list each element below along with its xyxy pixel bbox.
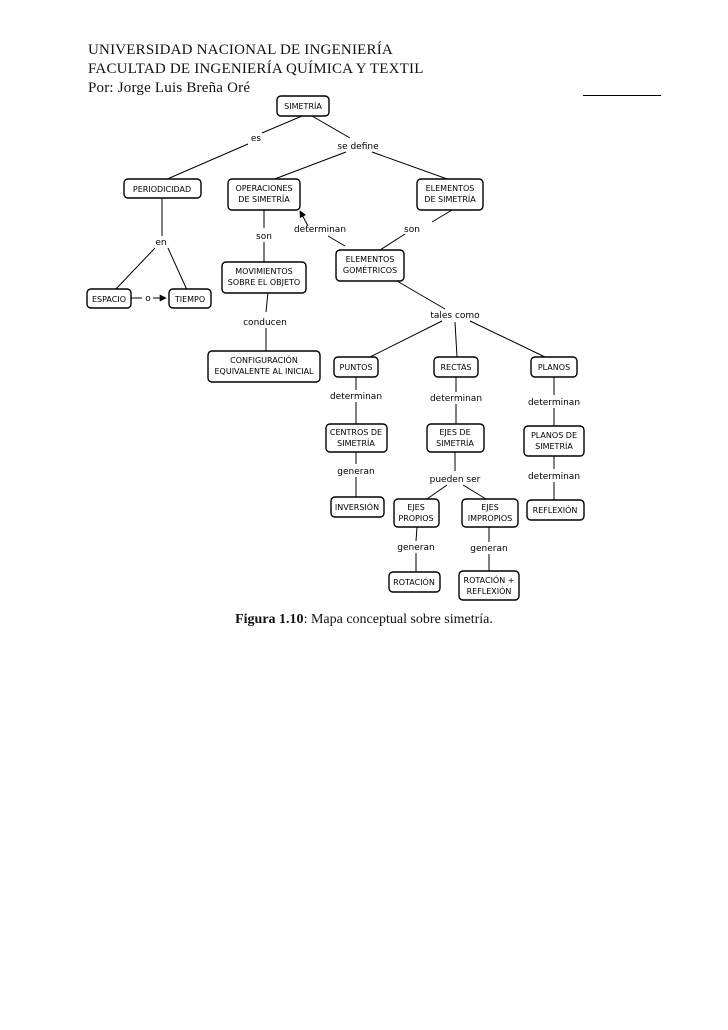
svg-text:ESPACIO: ESPACIO [92, 295, 126, 304]
svg-text:ELEMENTOS: ELEMENTOS [346, 255, 395, 264]
link-conducen: conducen [243, 318, 287, 328]
svg-text:EQUIVALENTE AL INICIAL: EQUIVALENTE AL INICIAL [214, 367, 314, 376]
concept-rotacion-reflexion: ROTACIÓN + REFLEXIÓN [458, 570, 520, 601]
svg-text:PERIODICIDAD: PERIODICIDAD [133, 185, 191, 194]
svg-text:SIMETRÍA: SIMETRÍA [337, 437, 375, 448]
link-en: en [155, 238, 166, 248]
link-es: es [251, 134, 262, 144]
link-generan-propios: generan [397, 543, 434, 553]
link-son-elementos: son [404, 225, 420, 235]
header-university: UNIVERSIDAD NACIONAL DE INGENIERÍA [88, 42, 393, 58]
link-se-define: se define [337, 142, 379, 152]
header-author: Por: Jorge Luis Breña Oré [88, 80, 251, 96]
concept-puntos: PUNTOS [333, 356, 379, 378]
link-son-operaciones: son [256, 232, 272, 242]
svg-text:PUNTOS: PUNTOS [340, 363, 373, 372]
link-generan-impropios: generan [470, 544, 507, 554]
link-determinan-planos: determinan [528, 398, 580, 408]
link-generan-centros: generan [337, 467, 374, 477]
link-determinan-planos-simetria: determinan [528, 472, 580, 482]
concept-planos: PLANOS [530, 356, 578, 378]
concept-elementos-gometricos: ELEMENTOS GOMÉTRICOS [335, 249, 405, 282]
figure-caption-text: : Mapa conceptual sobre simetría. [303, 612, 493, 627]
link-determinan-operaciones: determinan [294, 225, 346, 235]
svg-text:DE SIMETRÍA: DE SIMETRÍA [238, 193, 290, 204]
svg-text:INVERSIÓN: INVERSIÓN [335, 501, 379, 512]
svg-text:IMPROPIOS: IMPROPIOS [468, 514, 513, 523]
header-faculty: FACULTAD DE INGENIERÍA QUÍMICA Y TEXTIL [88, 61, 424, 77]
concept-tiempo: TIEMPO [168, 288, 212, 309]
svg-text:GOMÉTRICOS: GOMÉTRICOS [343, 264, 397, 275]
svg-text:SIMETRÍA: SIMETRÍA [284, 100, 322, 111]
concept-inversion: INVERSIÓN [330, 496, 385, 518]
concept-espacio: ESPACIO [86, 288, 132, 309]
header-rule [583, 95, 661, 96]
svg-text:TIEMPO: TIEMPO [174, 295, 205, 304]
svg-text:EJES DE: EJES DE [439, 428, 470, 437]
concept-periodicidad: PERIODICIDAD [123, 178, 202, 199]
svg-text:DE SIMETRÍA: DE SIMETRÍA [424, 193, 476, 204]
svg-text:RECTAS: RECTAS [440, 363, 471, 372]
concept-movimientos-sobre-el-objeto: MOVIMIENTOS SOBRE EL OBJETO [221, 261, 307, 294]
svg-text:OPERACIONES: OPERACIONES [235, 184, 292, 193]
concept-rectas: RECTAS [433, 356, 479, 378]
link-tales-como: tales como [430, 311, 480, 321]
concept-ejes-propios: EJES PROPIOS [393, 498, 440, 528]
svg-text:EJES: EJES [481, 503, 499, 512]
svg-text:REFLEXIÓN: REFLEXIÓN [467, 585, 512, 596]
concept-centros-de-simetria: CENTROS DE SIMETRÍA [325, 423, 388, 453]
svg-text:MOVIMIENTOS: MOVIMIENTOS [235, 267, 292, 276]
svg-text:CENTROS DE: CENTROS DE [330, 428, 382, 437]
concept-operaciones-de-simetria: OPERACIONES DE SIMETRÍA [227, 178, 301, 211]
svg-text:EJES: EJES [407, 503, 425, 512]
concept-ejes-de-simetria: EJES DE SIMETRÍA [426, 423, 485, 453]
svg-text:PLANOS DE: PLANOS DE [531, 431, 577, 440]
link-pueden-ser: pueden ser [430, 475, 481, 485]
concept-configuracion-equivalente: CONFIGURACIÓN EQUIVALENTE AL INICIAL [207, 350, 321, 383]
concept-rotacion: ROTACIÓN [388, 571, 441, 593]
concept-reflexion: REFLEXIÓN [526, 499, 585, 521]
concept-simetria: SIMETRÍA [276, 95, 330, 117]
svg-text:REFLEXIÓN: REFLEXIÓN [533, 504, 578, 515]
link-determinan-rectas: determinan [430, 394, 482, 404]
concept-planos-de-simetria: PLANOS DE SIMETRÍA [523, 425, 585, 457]
svg-text:ELEMENTOS: ELEMENTOS [426, 184, 475, 193]
svg-text:PROPIOS: PROPIOS [398, 514, 433, 523]
svg-text:PLANOS: PLANOS [538, 363, 570, 372]
svg-text:ROTACIÓN: ROTACIÓN [393, 576, 435, 587]
concept-elementos-de-simetria: ELEMENTOS DE SIMETRÍA [416, 178, 484, 211]
svg-text:SIMETRÍA: SIMETRÍA [535, 440, 573, 451]
svg-text:SIMETRÍA: SIMETRÍA [436, 437, 474, 448]
svg-text:CONFIGURACIÓN: CONFIGURACIÓN [230, 354, 298, 365]
concept-ejes-impropios: EJES IMPROPIOS [461, 498, 519, 528]
svg-text:SOBRE EL OBJETO: SOBRE EL OBJETO [228, 278, 300, 287]
link-determinan-puntos: determinan [330, 392, 382, 402]
link-labels: es se define en o son determinan son con… [145, 134, 580, 554]
svg-text:ROTACIÓN +: ROTACIÓN + [464, 574, 515, 585]
connector-lines [114, 115, 555, 572]
figure-caption: Figura 1.10: Mapa conceptual sobre simet… [0, 612, 728, 628]
figure-caption-label: Figura 1.10 [235, 612, 304, 627]
concept-boxes: SIMETRÍA PERIODICIDAD OPERACIONES DE SIM… [86, 95, 585, 601]
link-o: o [145, 294, 151, 304]
